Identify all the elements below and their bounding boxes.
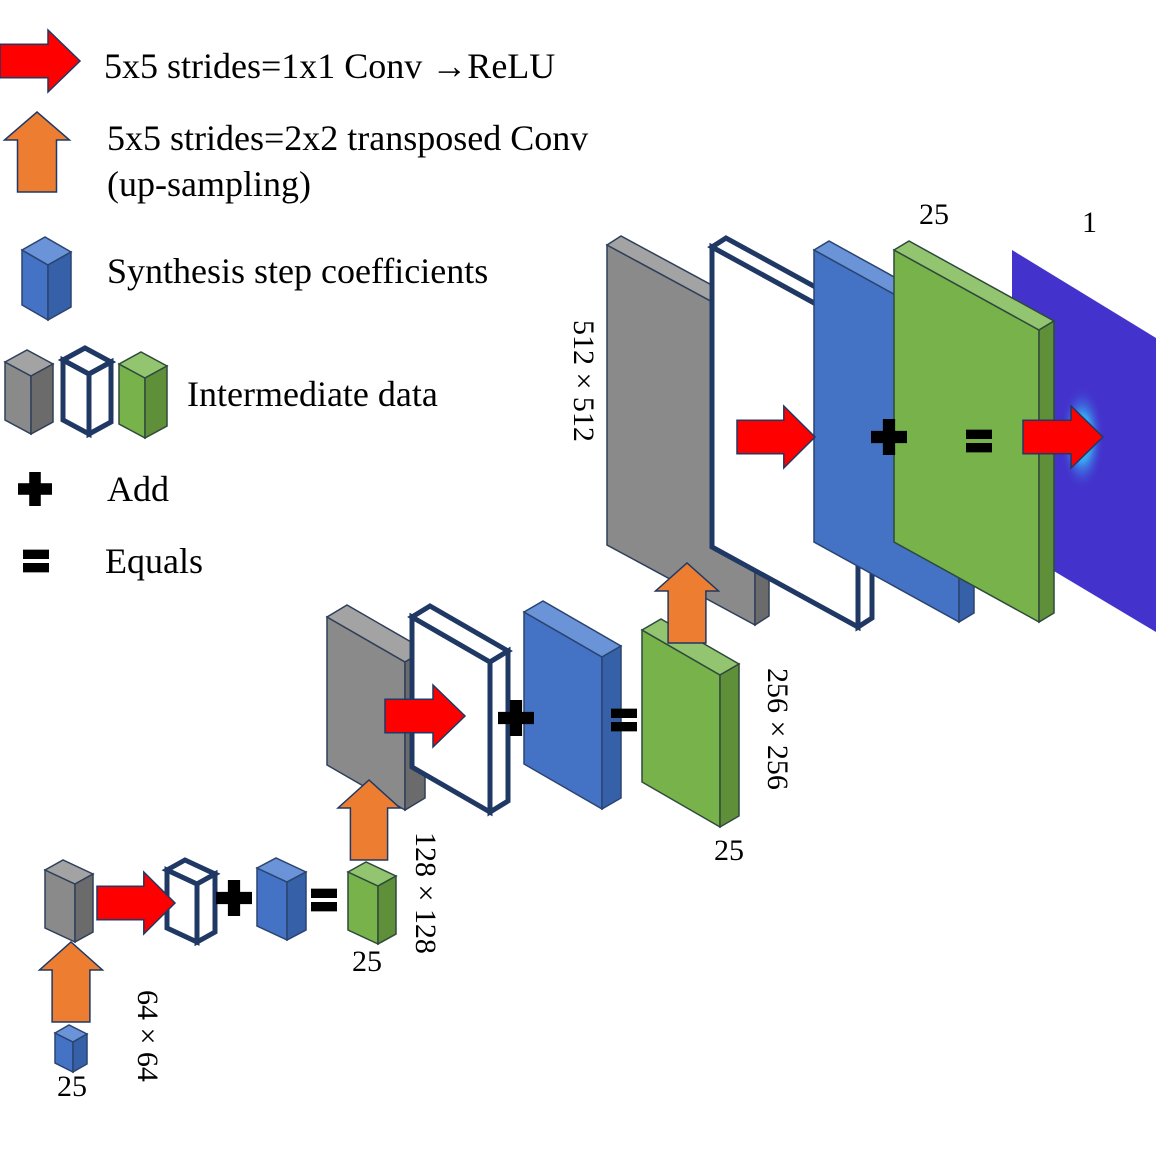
channel-label-top: 25 — [919, 198, 949, 231]
legend-green-data-icon — [117, 351, 169, 440]
stage3-coefficients-block — [522, 600, 623, 811]
input-coefficients-cube — [53, 1024, 89, 1074]
legend-tconv-sublabel: (up-sampling) — [107, 164, 311, 204]
side-face — [487, 646, 511, 817]
stage2-gray-block — [43, 859, 95, 944]
equals-bar-top — [23, 549, 49, 559]
stage2-equals-icon — [311, 888, 337, 912]
legend-conv-arrow-icon — [0, 28, 82, 94]
side-face — [377, 874, 397, 946]
channel-label-input: 25 — [57, 1070, 87, 1103]
plus-bar-v — [29, 472, 41, 506]
side-face — [1038, 319, 1055, 624]
side-face — [30, 362, 54, 436]
stage2-outline-block — [161, 857, 221, 947]
legend-upsample-arrow-icon — [2, 111, 72, 193]
final-conv-arrow-icon — [1022, 404, 1105, 470]
stage4-plus-icon — [871, 419, 907, 455]
legend-coefficients-cube-icon — [20, 236, 73, 322]
side-face — [194, 869, 218, 947]
plus-bar-v — [227, 880, 241, 916]
plus-bar-v — [509, 700, 523, 736]
stage3-outline-block — [407, 603, 513, 817]
stage3-upsample-arrow-icon — [653, 561, 721, 644]
stage2-plus-icon — [216, 880, 252, 916]
channel-label-mid: 25 — [714, 834, 744, 867]
equals-bar-top — [611, 708, 637, 718]
side-face — [47, 250, 72, 322]
legend-tconv-label: 5x5 strides=2x2 transposed Conv — [107, 118, 589, 158]
plus-bar-v — [882, 419, 896, 455]
stage2-conv-arrow-icon — [96, 870, 177, 936]
side-face — [86, 357, 114, 439]
equals-bar-top — [311, 888, 337, 898]
side-face — [719, 662, 740, 829]
dim-label-256: 256 × 256 — [761, 668, 794, 790]
stage3-output-block — [640, 618, 741, 829]
side-face — [72, 1032, 88, 1074]
equals-bar-bottom — [611, 722, 637, 732]
stage2-upsample-arrow-icon — [336, 778, 402, 861]
stage4-conv-arrow-icon — [736, 404, 817, 470]
stage3-conv-arrow-icon — [384, 683, 467, 749]
equals-bar-bottom — [966, 443, 992, 453]
channel-label-small: 25 — [352, 945, 382, 978]
legend-conv-label: 5x5 strides=1x1 Conv →ReLU — [104, 46, 556, 86]
dim-label-64: 64 × 64 — [131, 990, 164, 1082]
legend-outline-data-icon — [57, 345, 117, 439]
legend-gray-data-icon — [3, 349, 55, 436]
stage4-equals-icon — [966, 429, 992, 453]
stage2-coefficients-block — [255, 857, 308, 942]
legend-add-label: Add — [107, 469, 169, 509]
legend-plus-icon — [18, 472, 52, 506]
channel-label-output: 1 — [1082, 206, 1097, 239]
equals-bar-bottom — [23, 563, 49, 573]
legend-coeffs-label: Synthesis step coefficients — [107, 251, 489, 291]
side-face — [286, 870, 307, 942]
dim-label-128: 128 × 128 — [409, 832, 442, 954]
legend-equals-label: Equals — [105, 541, 203, 581]
stage3-equals-icon — [611, 708, 637, 732]
equals-bar-bottom — [311, 902, 337, 912]
legend-equals-icon — [23, 549, 49, 573]
input-upsample-arrow-icon — [37, 940, 105, 1023]
dim-label-512: 512 × 512 — [567, 320, 600, 442]
stage3-plus-icon — [498, 700, 534, 736]
side-face — [74, 872, 94, 944]
stage2-output-block — [346, 861, 398, 946]
equals-bar-top — [966, 429, 992, 439]
legend-intermediate-label: Intermediate data — [187, 374, 438, 414]
side-face — [144, 364, 168, 440]
